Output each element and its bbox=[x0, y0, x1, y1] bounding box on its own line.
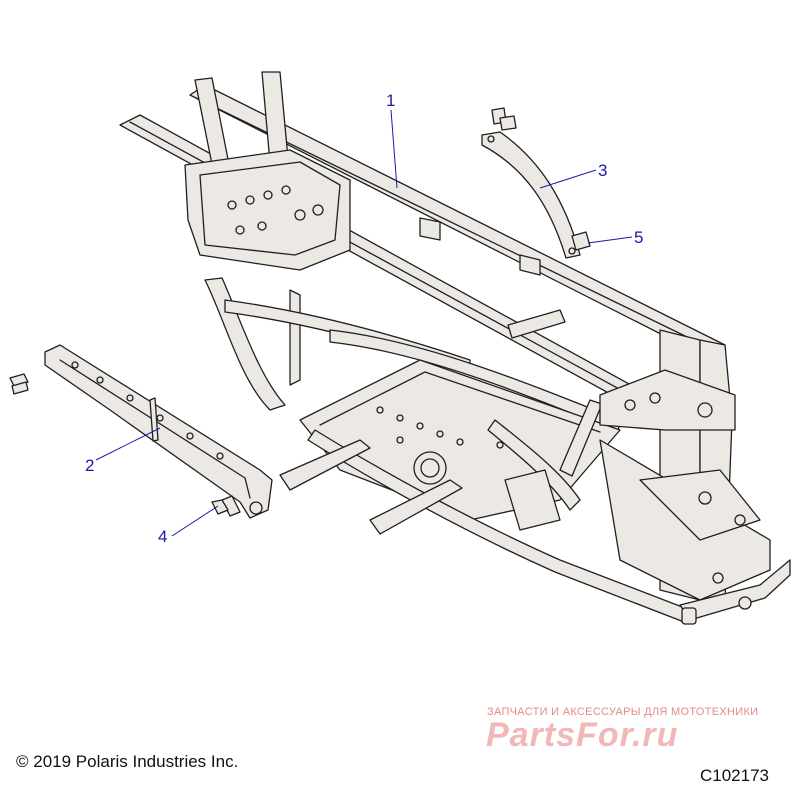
main-frame-part-1 bbox=[119, 71, 791, 625]
side-rail-bracket-part-2 bbox=[44, 344, 273, 519]
curved-brace-part-3 bbox=[481, 131, 581, 259]
callout-3: 3 bbox=[598, 161, 608, 180]
diagram-code: C102173 bbox=[700, 766, 770, 785]
leader-line-5 bbox=[587, 236, 633, 244]
bolts-part-4 bbox=[9, 373, 241, 517]
leader-lines bbox=[95, 109, 633, 537]
callout-5: 5 bbox=[634, 228, 644, 247]
leader-line-4 bbox=[171, 505, 219, 537]
fasteners-part-5 bbox=[491, 107, 591, 251]
leader-line-1 bbox=[390, 109, 398, 189]
watermark-tagline: ЗАПЧАСТИ И АКСЕССУАРЫ ДЛЯ МОТОТЕХНИКИ bbox=[487, 706, 759, 718]
leader-line-2 bbox=[95, 427, 161, 461]
callout-2: 2 bbox=[85, 456, 95, 475]
callout-1: 1 bbox=[386, 91, 396, 110]
leader-line-3 bbox=[539, 169, 597, 189]
watermark-logo: PartsFor.ru bbox=[486, 716, 679, 754]
callout-4: 4 bbox=[158, 527, 168, 546]
copyright-notice: © 2019 Polaris Industries Inc. bbox=[16, 752, 239, 771]
